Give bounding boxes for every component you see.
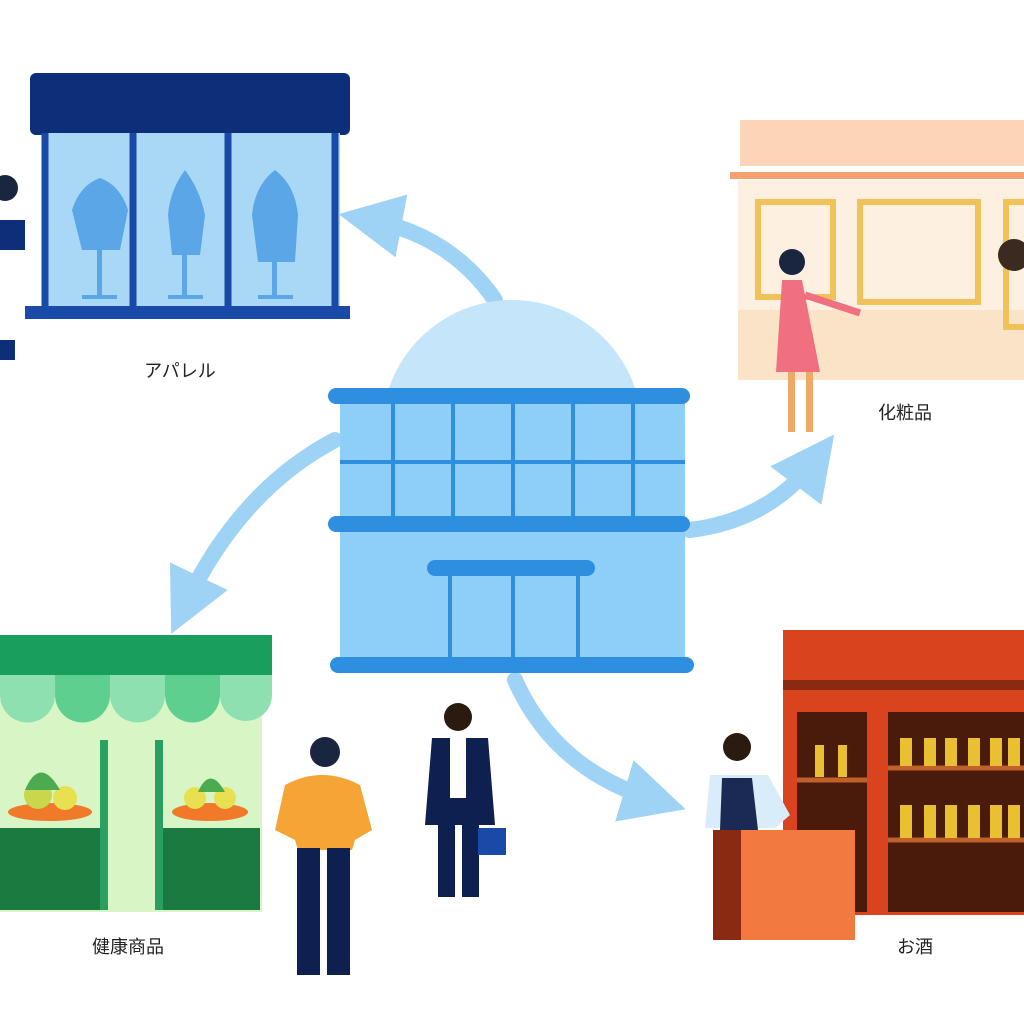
label-apparel: アパレル	[144, 361, 216, 382]
central-building	[328, 300, 694, 673]
person-icon	[998, 239, 1024, 271]
vegetable-icon	[172, 778, 248, 821]
cosmetics-store: 化粧品	[730, 120, 1024, 432]
health-store: 健康商品	[0, 635, 272, 958]
arrow-to-cosmetics	[682, 434, 835, 538]
person-icon	[0, 175, 25, 360]
bartender-icon	[705, 733, 790, 830]
arrow-to-liquor	[507, 672, 686, 822]
label-liquor: お酒	[897, 937, 933, 958]
apparel-store: アパレル	[0, 73, 350, 382]
vegetable-icon	[8, 772, 92, 821]
man-orange-shirt-icon	[275, 737, 372, 975]
arrow-to-apparel	[338, 194, 503, 308]
label-cosmetics: 化粧品	[878, 403, 932, 424]
briefcase-icon	[478, 828, 506, 855]
mannequin-icons	[72, 170, 298, 299]
label-health: 健康商品	[92, 937, 164, 958]
woman-icon	[776, 249, 862, 432]
flow-arrows	[169, 194, 835, 822]
arrow-to-health	[169, 432, 343, 634]
bottle-icons	[815, 738, 1020, 838]
man-suit-icon	[425, 703, 506, 897]
liquor-store: お酒	[705, 630, 1024, 958]
